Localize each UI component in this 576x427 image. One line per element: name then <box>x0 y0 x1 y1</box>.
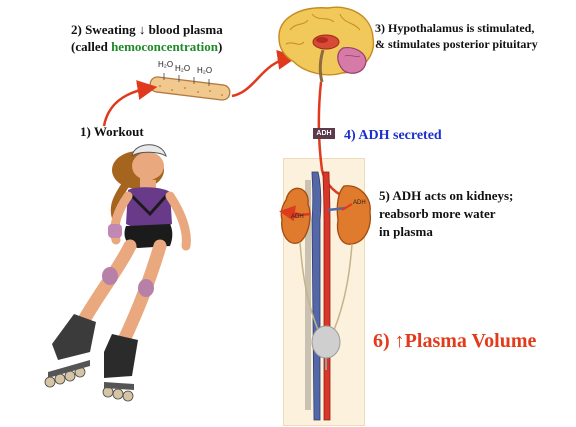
step3-line2: & stimulates posterior pituitary <box>375 37 538 51</box>
kidney-adh-left: ADH <box>291 214 304 220</box>
step2-paren-close: ) <box>217 39 223 54</box>
arrow-workout-to-sweat <box>102 80 158 127</box>
step2-text-b: blood plasma <box>148 22 223 37</box>
step5-line2: reabsorb more water <box>379 206 496 221</box>
up-arrow-icon: ↑ <box>394 330 405 352</box>
step2-paren-open: (called <box>71 39 112 54</box>
step4-label: 4) ADH secreted <box>344 128 442 143</box>
arrow-sweat-to-brain <box>231 49 298 98</box>
adh-vessel-tag: ADH <box>313 128 335 139</box>
step3-line1: 3) Hypothalamus is stimulated, <box>375 21 535 35</box>
h2o-label: H₂O <box>158 60 174 69</box>
step1-label: 1) Workout <box>80 124 144 139</box>
h2o-label: H₂O <box>175 64 191 73</box>
step6-prefix: 6) <box>373 330 395 352</box>
rollerblader-illustration <box>44 144 191 402</box>
step2-label: 2) Sweating ↓ blood plasma <box>71 22 223 38</box>
h2o-label: H₂O <box>197 66 213 75</box>
down-arrow-icon: ↓ <box>138 22 146 37</box>
blood-vessel-tube <box>149 76 231 101</box>
step6-label: 6) ↑Plasma Volume <box>373 330 536 352</box>
kidneys-illustration <box>279 171 372 421</box>
step5-line1: 5) ADH acts on kidneys; <box>379 188 514 203</box>
step2-text-a: 2) Sweating <box>71 22 136 37</box>
step5-line3: in plasma <box>379 224 433 239</box>
step2-hemo-line: (called hemoconcentration) <box>71 39 222 55</box>
plasma-volume-text: Plasma Volume <box>404 330 537 352</box>
evaporation-arrows <box>163 73 210 86</box>
hemoconcentration-term: hemoconcentration <box>111 39 218 54</box>
kidney-adh-right: ADH <box>353 200 366 206</box>
brain-illustration <box>278 6 375 83</box>
